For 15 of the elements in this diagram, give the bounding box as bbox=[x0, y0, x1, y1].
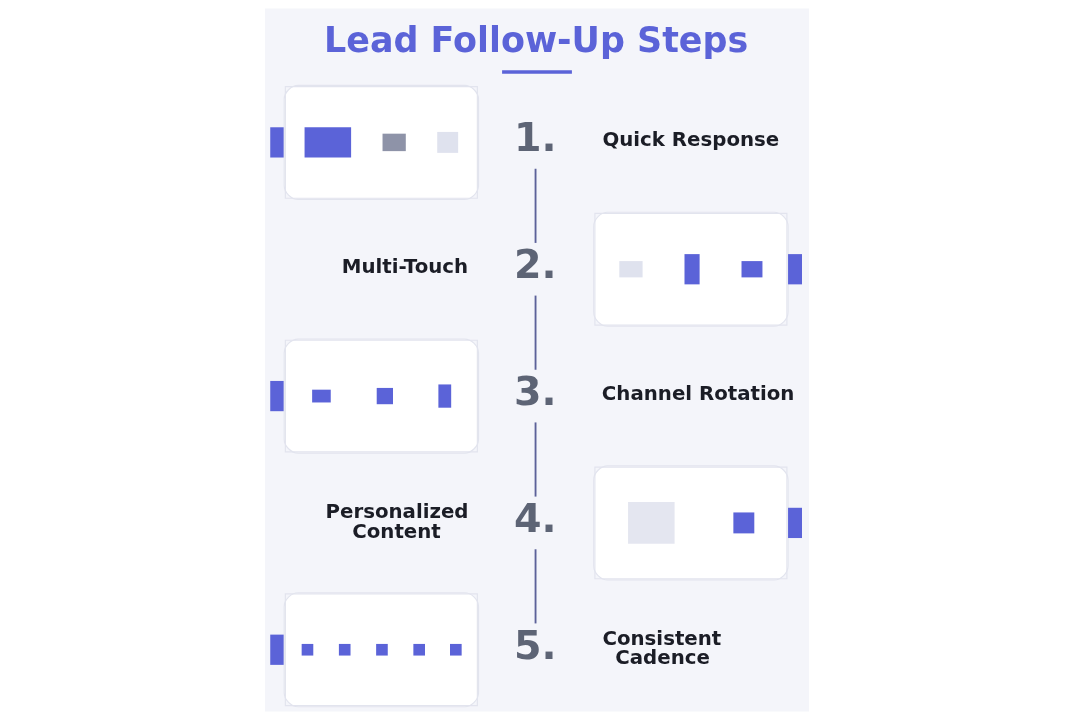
node-text: 2. bbox=[513, 241, 557, 288]
node-text: 5. bbox=[513, 621, 557, 668]
node-label: Quick Response bbox=[601, 128, 779, 152]
connector bbox=[534, 294, 536, 371]
connector bbox=[534, 421, 536, 498]
node-label: Consistent Cadence bbox=[601, 626, 721, 670]
node-label: Channel Rotation bbox=[601, 381, 794, 405]
node-text: 3. bbox=[513, 368, 557, 415]
connector bbox=[534, 167, 536, 244]
node-label: Multi-Touch bbox=[341, 254, 468, 278]
node-label: Personalized Content bbox=[325, 499, 469, 543]
diagram-title: Lead Follow-Up Steps bbox=[323, 19, 748, 60]
node-text: 4. bbox=[513, 494, 557, 541]
node-text: 1. bbox=[513, 114, 557, 161]
connector bbox=[534, 548, 536, 625]
